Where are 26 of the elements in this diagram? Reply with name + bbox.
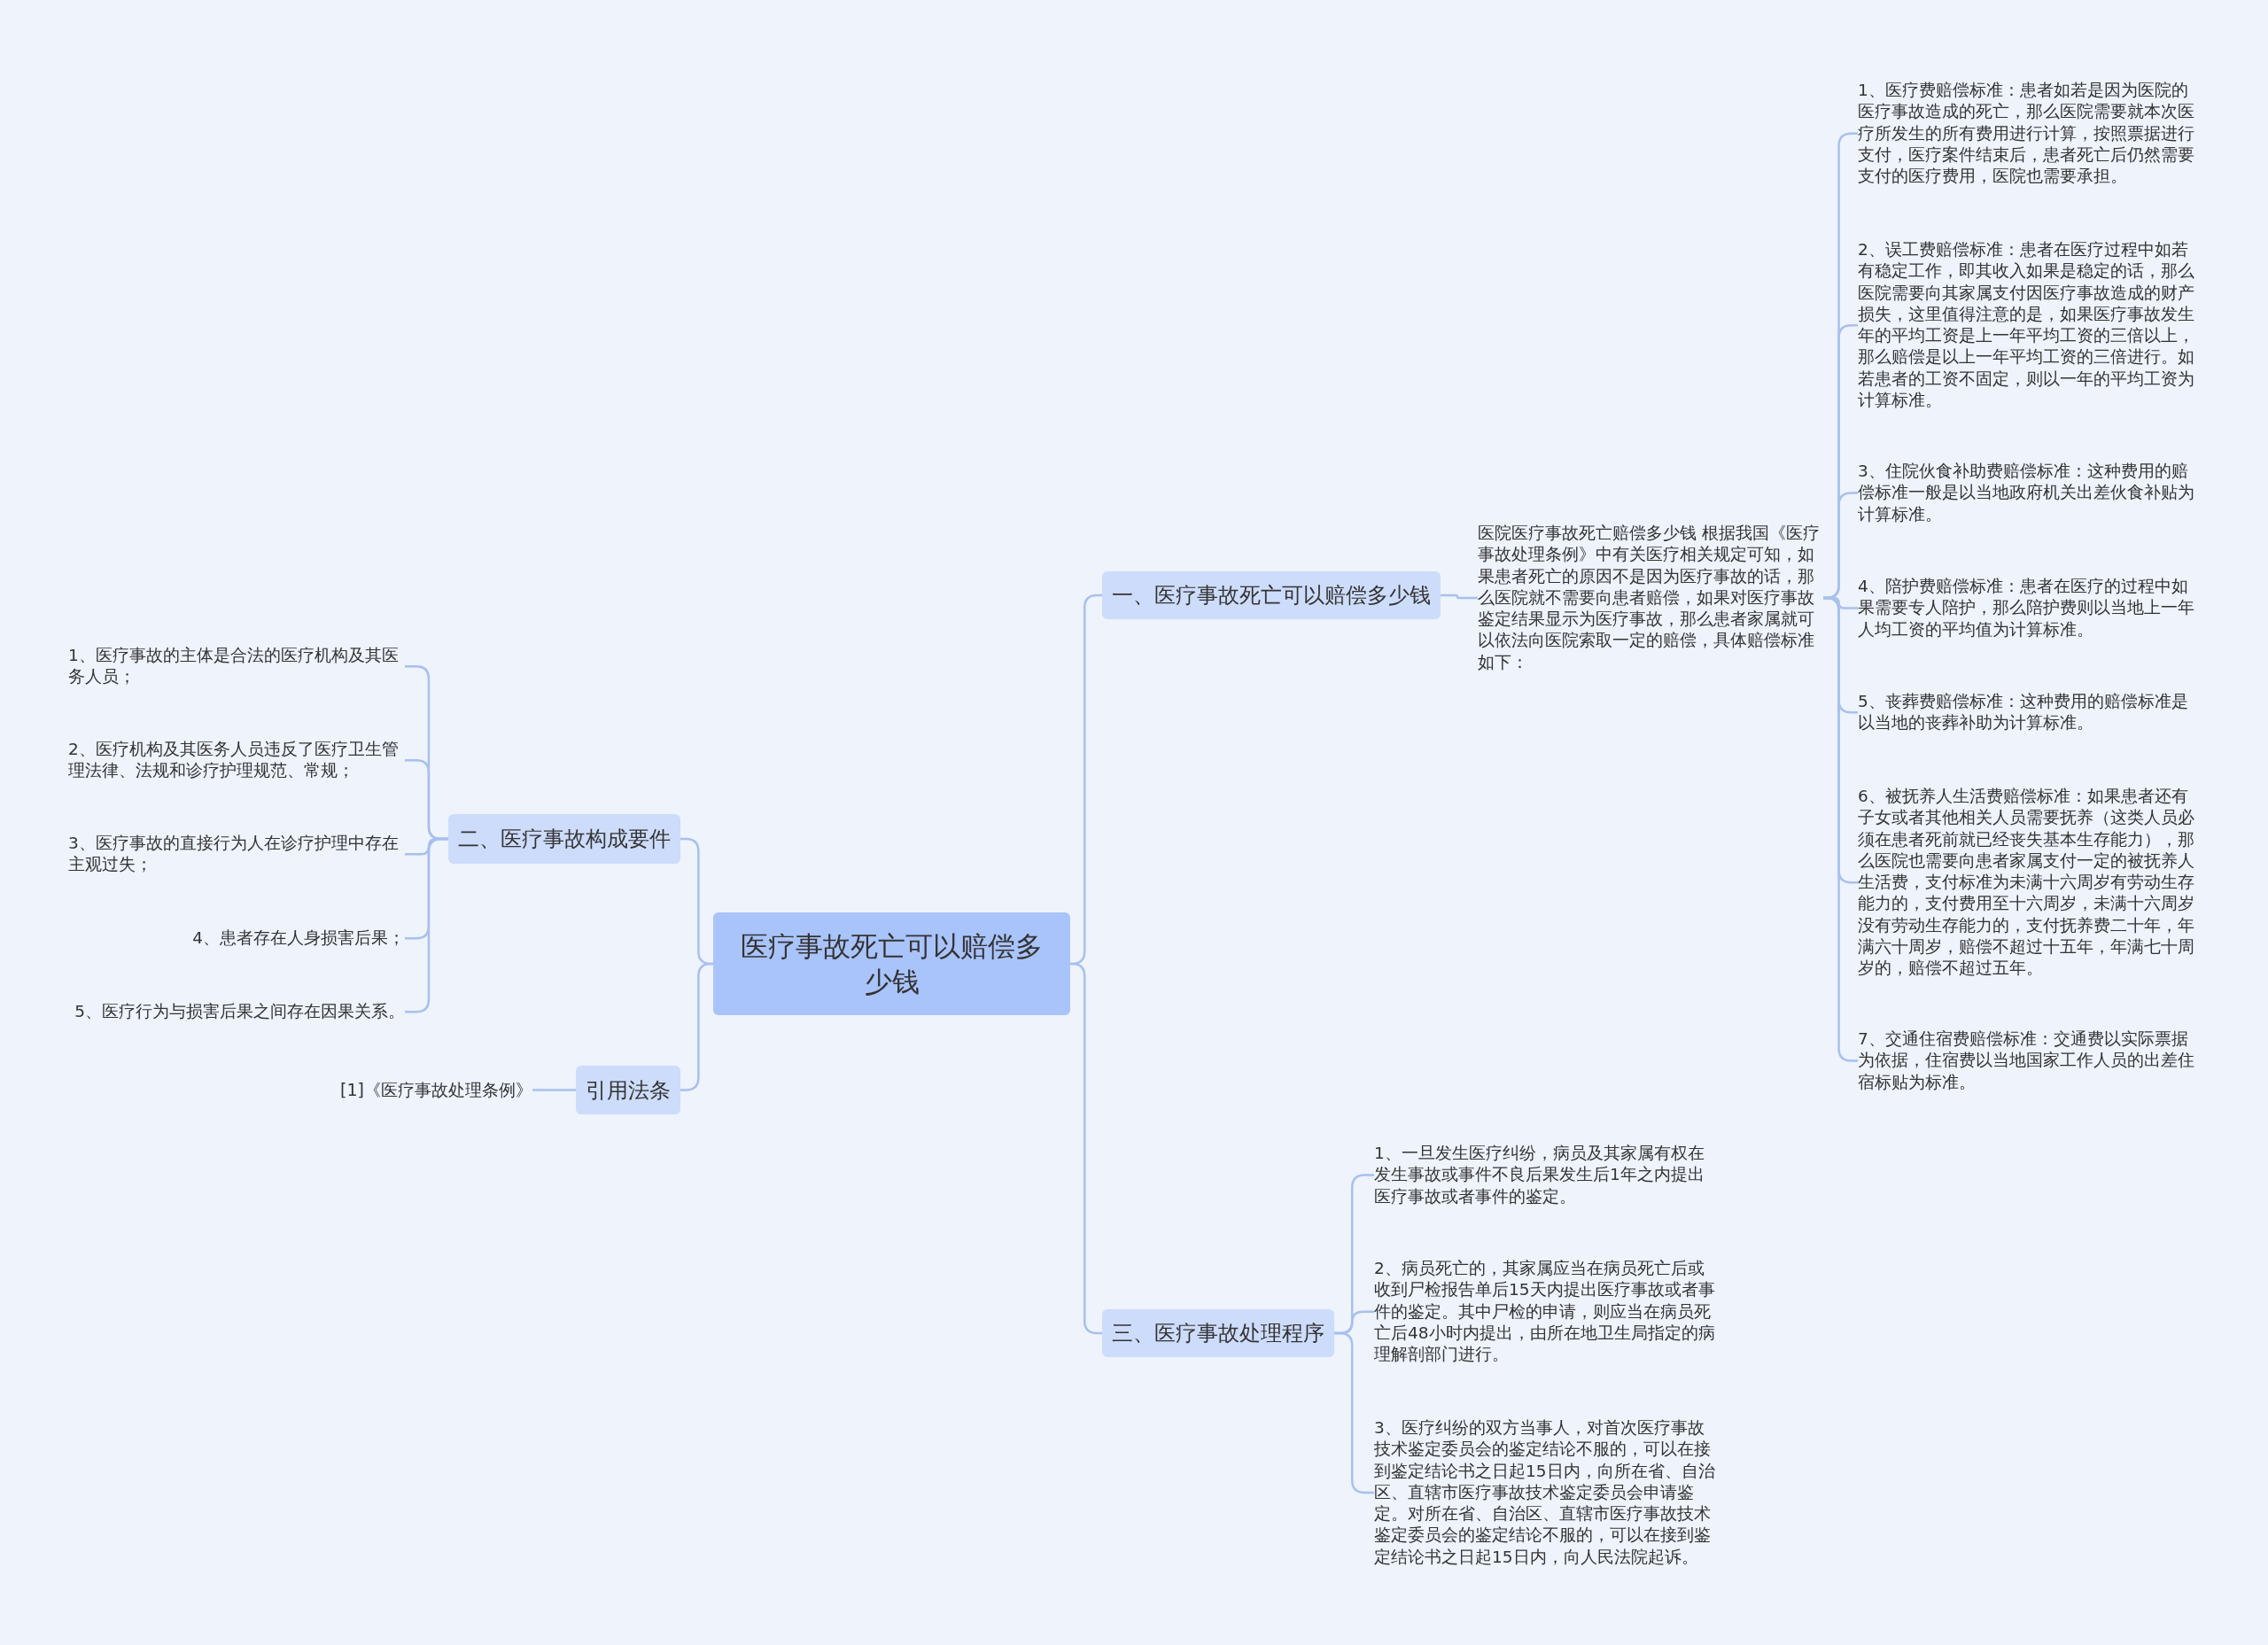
note-text: 2、医疗机构及其医务人员违反了医疗卫生管理法律、法规和诊疗护理规范、常规； (68, 739, 405, 782)
note-text: [1]《医疗事故处理条例》 (340, 1079, 532, 1101)
note-text: 医院医疗事故死亡赔偿多少钱 根据我国《医疗事故处理条例》中有关医疗相关规定可知，如果患者死亡的原因不是因为医疗事故的话，那么医院就不需要向患者赔偿，如果对医疗事故鉴定结果显示为医疗事故，那么患者家属就可以依法向医院索取一定的赔偿，具体赔偿标准如下： (1478, 523, 1823, 674)
connector-line (532, 1089, 576, 1091)
topic-box: 引用法条 (576, 1066, 680, 1114)
note-text: 4、陪护费赔偿标准：患者在医疗的过程中如果需要专人陪护，那么陪护费则以当地上一年人均工资的平均值为计算标准。 (1858, 576, 2202, 640)
note-text: 5、丧葬费赔偿标准：这种费用的赔偿标准是以当地的丧葬补助为计算标准。 (1858, 691, 2202, 734)
connector-line (680, 962, 713, 1091)
note-text: 2、病员死亡的，其家属应当在病员死亡后或收到尸检报告单后15天内提出医疗事故或者事件的鉴定。其中尸检的申请，则应当在病员死亡后48小时内提出，由所在地卫生局指定的病理解剖部门进行。 (1374, 1258, 1715, 1366)
note-text: 1、医疗事故的主体是合法的医疗机构及其医务人员； (68, 645, 405, 688)
note-text: 7、交通住宿费赔偿标准：交通费以实际票据为依据，住宿费以当地国家工作人员的出差住宿标贴为标准。 (1858, 1028, 2202, 1093)
note-text: 5、医疗行为与损害后果之间存在因果关系。 (74, 1001, 405, 1023)
topic-box: 一、医疗事故死亡可以赔偿多少钱 (1102, 571, 1441, 619)
connector-line (1441, 594, 1478, 600)
note-text: 6、被抚养人生活费赔偿标准：如果患者还有子女或者其他相关人员需要抚养（这类人员必须在患者死前就已经丧失基本生存能力），那么医院也需要向患者家属支付一定的被抚养人生活费，支付标准为未满十六周岁有劳动生存能力的，支付费用至十六周岁，未满十六周岁没有劳动生存能力的，支付抚养费二十年，年满六十周岁，赔偿不超过十五年，年满七十周岁的，赔偿不超过五年。 (1858, 786, 2202, 980)
topic-box: 二、医疗事故构成要件 (448, 814, 680, 864)
topic-box: 三、医疗事故处理程序 (1102, 1309, 1334, 1357)
note-text: 3、医疗纠纷的双方当事人，对首次医疗事故技术鉴定委员会的鉴定结论不服的，可以在接到鉴定结论书之日起15日内，向所在省、自治区、直辖市医疗事故技术鉴定委员会申请鉴定。对所在省、自治区、直辖市医疗事故技术鉴定委员会的鉴定结论不服的，可以在接到鉴定结论书之日起15日内，向人民法院起诉。 (1374, 1417, 1715, 1569)
note-text: 1、医疗费赔偿标准：患者如若是因为医院的医疗事故造成的死亡，那么医院需要就本次医疗所发生的所有费用进行计算，按照票据进行支付，医疗案件结束后，患者死亡后仍然需要支付的医疗费用，医院也需要承担。 (1858, 80, 2202, 188)
note-text: 1、一旦发生医疗纠纷，病员及其家属有权在发生事故或事件不良后果发生后1年之内提出医疗事故或者事件的鉴定。 (1374, 1143, 1715, 1207)
note-text: 4、患者存在人身损害后果； (192, 927, 405, 950)
note-text: 3、医疗事故的直接行为人在诊疗护理中存在主观过失； (68, 833, 405, 876)
central-topic-box: 医疗事故死亡可以赔偿多少钱 (713, 912, 1070, 1015)
note-text: 2、误工费赔偿标准：患者在医疗过程中如若有稳定工作，即其收入如果是稳定的话，那么医院需要向其家属支付因医疗事故造成的财产损失，这里值得注意的是，如果医疗事故发生年的平均工资是上一年平均工资的三倍以上，那么赔偿是以上一年平均工资的三倍进行。如若患者的工资不固定，则以一年的平均工资为计算标准。 (1858, 239, 2202, 412)
note-text: 3、住院伙食补助费赔偿标准：这种费用的赔偿标准一般是以当地政府机关出差伙食补贴为计算标准。 (1858, 461, 2202, 525)
connector-line (1069, 962, 1102, 1335)
